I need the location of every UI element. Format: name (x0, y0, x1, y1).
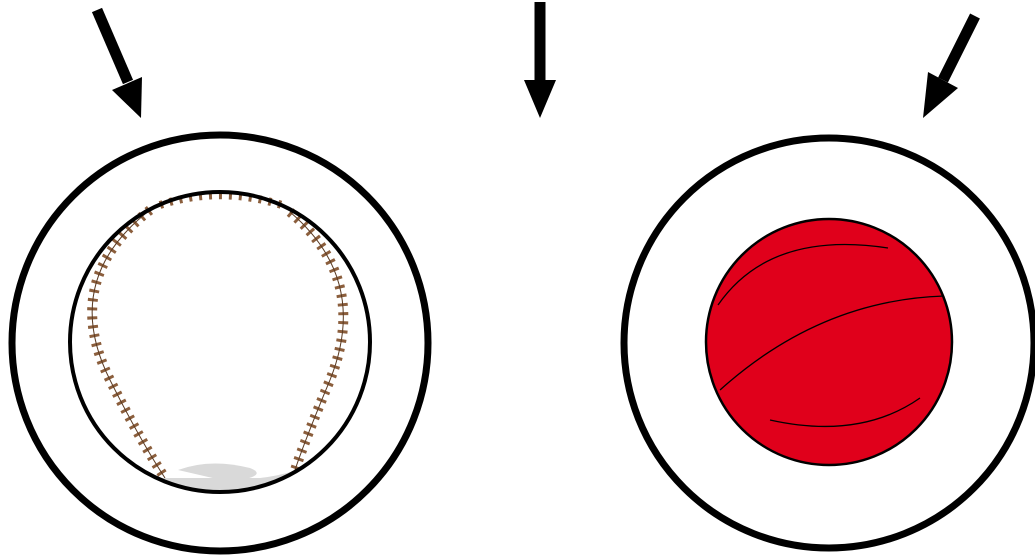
arrow-down-left-icon (923, 16, 975, 118)
red-ball-icon (706, 219, 952, 465)
arrow-down-icon (524, 2, 556, 118)
baseball-icon (60, 192, 370, 500)
arrow-down-right-icon (97, 10, 142, 118)
